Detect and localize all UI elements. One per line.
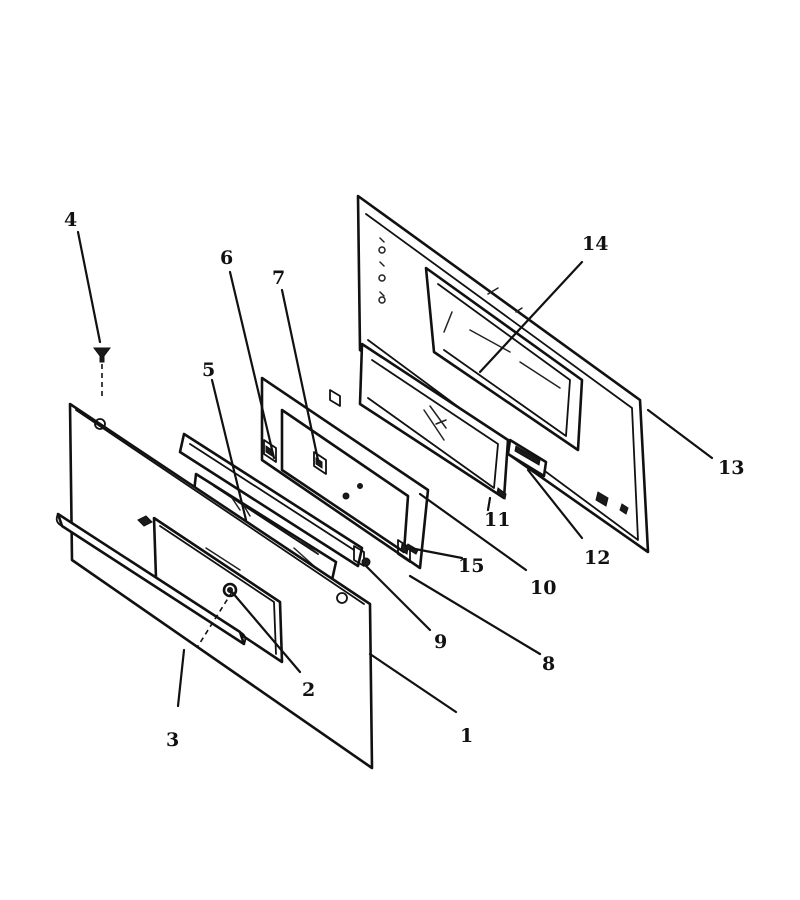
callout-15: 15	[458, 555, 484, 577]
inner-glass-pane	[358, 342, 510, 500]
callout-7: 7	[272, 267, 285, 289]
callout-11: 11	[484, 509, 510, 531]
callout-3: 3	[166, 729, 179, 751]
callout-1: 1	[460, 725, 473, 747]
outer-door-panel	[68, 402, 374, 770]
callout-10: 10	[530, 577, 556, 599]
leader-lines	[76, 230, 714, 714]
callout-13: 13	[718, 457, 744, 479]
door-screw	[93, 347, 111, 398]
inner-door-liner	[356, 194, 650, 554]
glass-frame	[260, 376, 430, 570]
callout-6: 6	[220, 247, 233, 269]
door-handle	[55, 512, 247, 646]
callout-2: 2	[302, 679, 315, 701]
callout-5: 5	[202, 359, 215, 381]
callout-9: 9	[434, 631, 447, 653]
callout-4: 4	[64, 209, 77, 231]
callout-12: 12	[584, 547, 610, 569]
inner-glass-support	[506, 438, 548, 478]
callouts: 4 6 7 5 14 13 11 12 10 15 8 9 1 2 3	[64, 209, 744, 751]
callout-14: 14	[582, 233, 608, 255]
callout-8: 8	[542, 653, 555, 675]
